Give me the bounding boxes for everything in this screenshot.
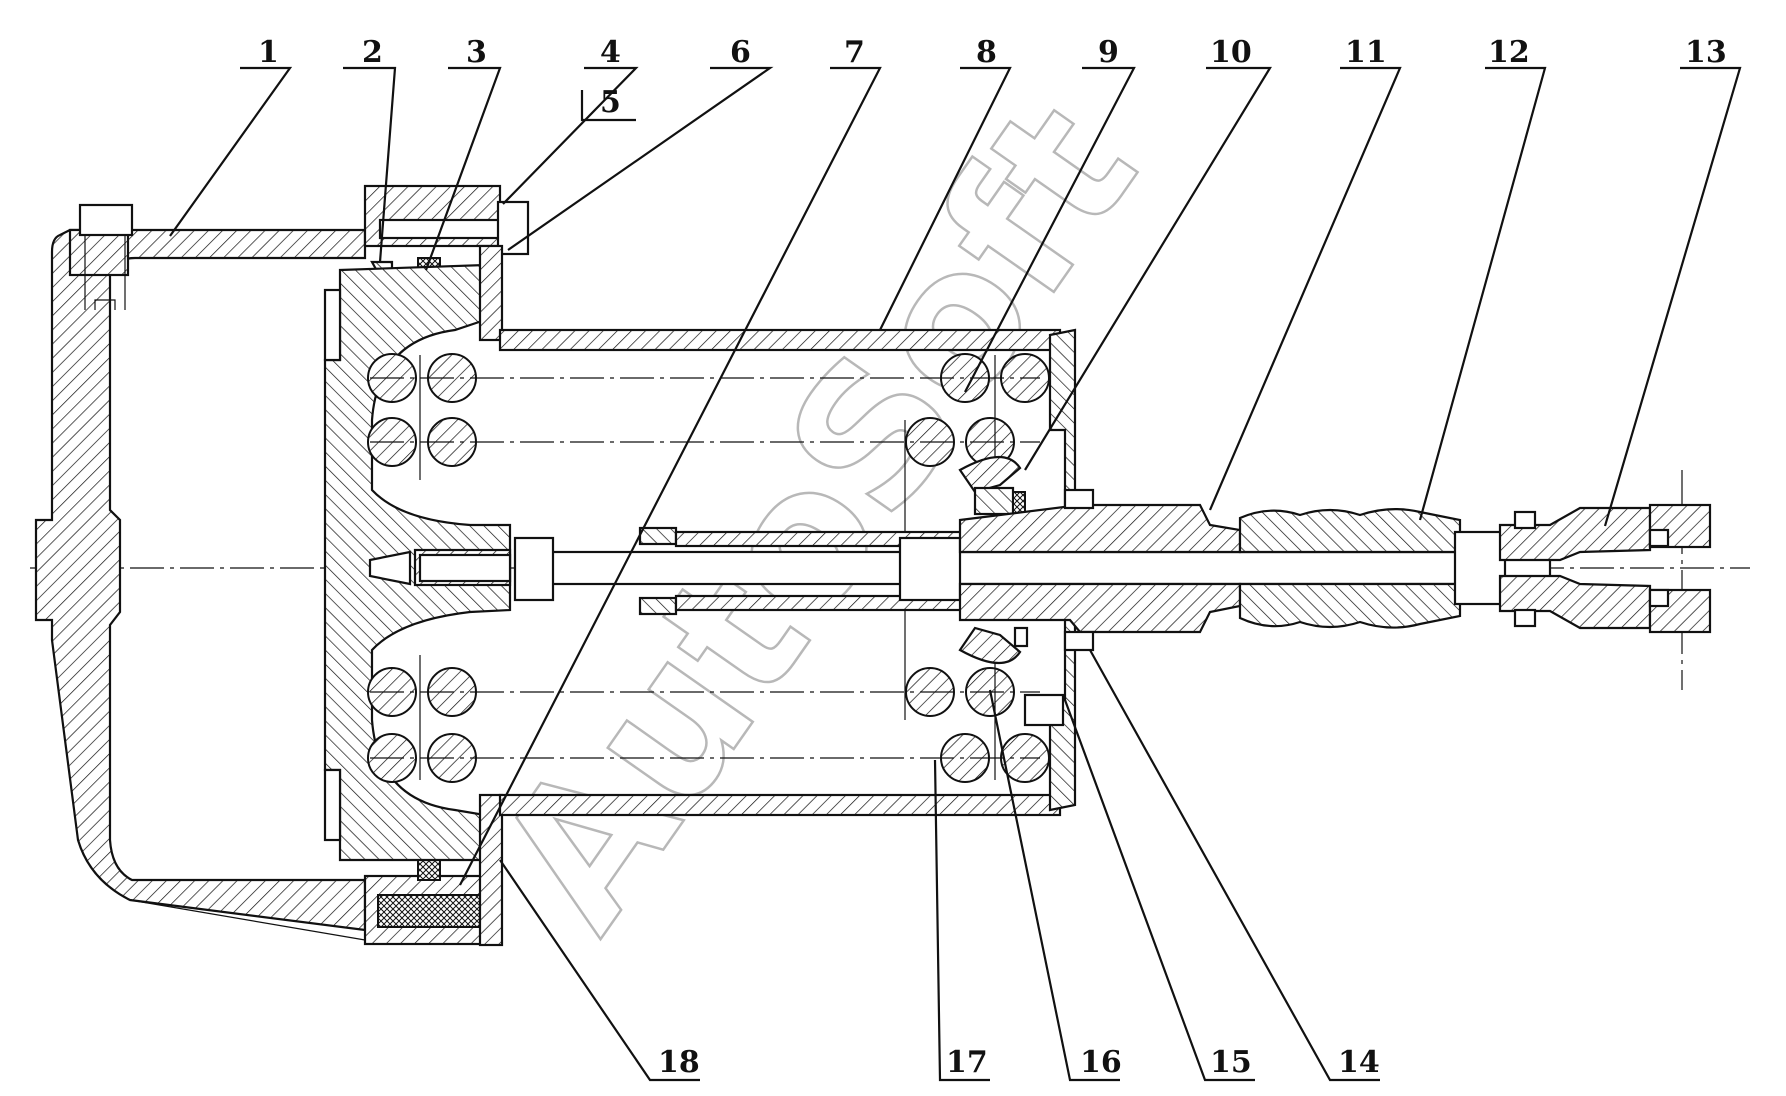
leader-lines — [169, 66, 1742, 1082]
rubber-boot — [1238, 508, 1462, 629]
label-part-4: 4 — [600, 35, 621, 70]
clamp-flange-bottom — [363, 844, 502, 946]
label-part-13: 13 — [1685, 35, 1727, 70]
clevis — [1453, 503, 1712, 634]
label-part-9: 9 — [1098, 35, 1119, 70]
end-bushing — [958, 488, 1242, 652]
label-part-3: 3 — [466, 35, 487, 70]
label-part-17: 17 — [946, 1045, 988, 1080]
label-part-8: 8 — [976, 35, 997, 70]
label-part-5: 5 — [600, 85, 621, 120]
cylinder-body — [478, 244, 1077, 947]
label-part-11: 11 — [1345, 35, 1387, 70]
label-part-7: 7 — [844, 35, 865, 70]
label-part-2: 2 — [362, 35, 383, 70]
label-part-12: 12 — [1488, 35, 1530, 70]
housing-cover — [34, 203, 367, 941]
label-part-18: 18 — [658, 1045, 700, 1080]
label-part-1: 1 — [258, 35, 279, 70]
spring-seat — [958, 455, 1065, 727]
label-part-6: 6 — [730, 35, 751, 70]
spring-centerlines — [370, 377, 1040, 759]
label-part-15: 15 — [1210, 1045, 1252, 1080]
label-part-10: 10 — [1210, 35, 1252, 70]
clamp-flange-top — [363, 184, 530, 297]
label-part-14: 14 — [1338, 1045, 1380, 1080]
part-labels: 1 2 3 4 5 6 7 8 9 10 11 12 13 14 15 16 1… — [258, 35, 1727, 1080]
label-part-16: 16 — [1080, 1045, 1122, 1080]
